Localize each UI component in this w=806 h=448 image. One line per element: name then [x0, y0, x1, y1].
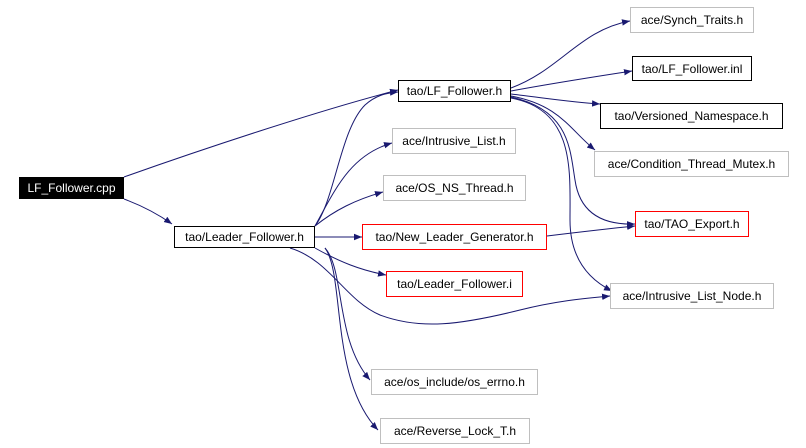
edge-lf-follower-cpp-to-tao-leader-follower-h: [123, 198, 173, 225]
node-label: ace/Condition_Thread_Mutex.h: [607, 157, 776, 171]
edge-tao-lf-follower-h-to-tao-versioned-namespace-h: [510, 93, 601, 107]
node-tao-new-leader-generator-h[interactable]: tao/New_Leader_Generator.h: [362, 224, 547, 250]
node-ace-intrusive-list-node-h[interactable]: ace/Intrusive_List_Node.h: [610, 283, 774, 309]
node-label: tao/Versioned_Namespace.h: [614, 109, 769, 123]
node-label: ace/OS_NS_Thread.h: [395, 181, 514, 195]
node-ace-os-include-os-errno-h[interactable]: ace/os_include/os_errno.h: [371, 369, 538, 395]
node-label: ace/Intrusive_List_Node.h: [622, 289, 762, 303]
node-tao-tao-export-h[interactable]: tao/TAO_Export.h: [635, 211, 749, 237]
node-label: ace/os_include/os_errno.h: [384, 375, 525, 389]
node-label: tao/TAO_Export.h: [644, 217, 740, 231]
edge-tao-lf-follower-h-to-ace-synch-traits-h: [510, 19, 631, 89]
node-tao-lf-follower-h[interactable]: tao/LF_Follower.h: [398, 80, 511, 102]
edge-tao-leader-follower-h-to-tao-lf-follower-h: [314, 89, 399, 227]
node-label: tao/New_Leader_Generator.h: [375, 230, 534, 244]
node-label: tao/LF_Follower.h: [406, 84, 503, 98]
node-label: LF_Follower.cpp: [27, 181, 116, 195]
edge-tao-leader-follower-h-to-ace-os-ns-thread-h: [314, 191, 384, 227]
node-lf-follower-cpp: LF_Follower.cpp: [19, 177, 124, 199]
node-ace-os-ns-thread-h[interactable]: ace/OS_NS_Thread.h: [383, 175, 526, 201]
node-label: ace/Synch_Traits.h: [640, 13, 744, 27]
node-tao-lf-follower-inl[interactable]: tao/LF_Follower.inl: [632, 56, 752, 81]
node-ace-reverse-lock-t-h[interactable]: ace/Reverse_Lock_T.h: [380, 418, 530, 444]
edge-tao-lf-follower-h-to-tao-lf-follower-inl: [510, 69, 633, 92]
node-label: tao/Leader_Follower.h: [185, 230, 304, 244]
node-tao-leader-follower-i[interactable]: tao/Leader_Follower.i: [386, 271, 523, 297]
node-label: ace/Intrusive_List.h: [402, 134, 506, 148]
edge-tao-lf-follower-h-to-ace-condition-thread-mutex-h: [510, 95, 596, 151]
node-ace-synch-traits-h[interactable]: ace/Synch_Traits.h: [630, 7, 754, 33]
edge-tao-lf-follower-h-to-ace-intrusive-list-node-h: [510, 97, 613, 292]
node-label: tao/Leader_Follower.i: [397, 277, 512, 291]
edge-lf-follower-cpp-to-tao-lf-follower-h: [123, 88, 399, 178]
edge-tao-leader-follower-h-to-ace-reverse-lock-t-h: [324, 247, 379, 431]
edge-tao-leader-follower-h-to-ace-os-include-os-errno-h: [324, 247, 371, 381]
node-label: tao/LF_Follower.inl: [641, 61, 743, 76]
edge-tao-lf-follower-h-to-tao-tao-export-h: [510, 96, 636, 228]
edge-tao-leader-follower-h-to-ace-intrusive-list-node-h: [289, 247, 611, 325]
node-tao-leader-follower-h[interactable]: tao/Leader_Follower.h: [174, 226, 315, 248]
edge-tao-new-leader-generator-h-to-tao-tao-export-h: [546, 223, 636, 237]
node-ace-condition-thread-mutex-h[interactable]: ace/Condition_Thread_Mutex.h: [594, 151, 789, 177]
node-label: ace/Reverse_Lock_T.h: [393, 424, 517, 438]
node-tao-versioned-namespace-h[interactable]: tao/Versioned_Namespace.h: [600, 103, 783, 129]
node-ace-intrusive-list-h[interactable]: ace/Intrusive_List.h: [392, 128, 516, 154]
edge-tao-leader-follower-h-to-tao-leader-follower-i: [314, 247, 387, 277]
edge-tao-leader-follower-h-to-ace-intrusive-list-h: [314, 142, 393, 227]
